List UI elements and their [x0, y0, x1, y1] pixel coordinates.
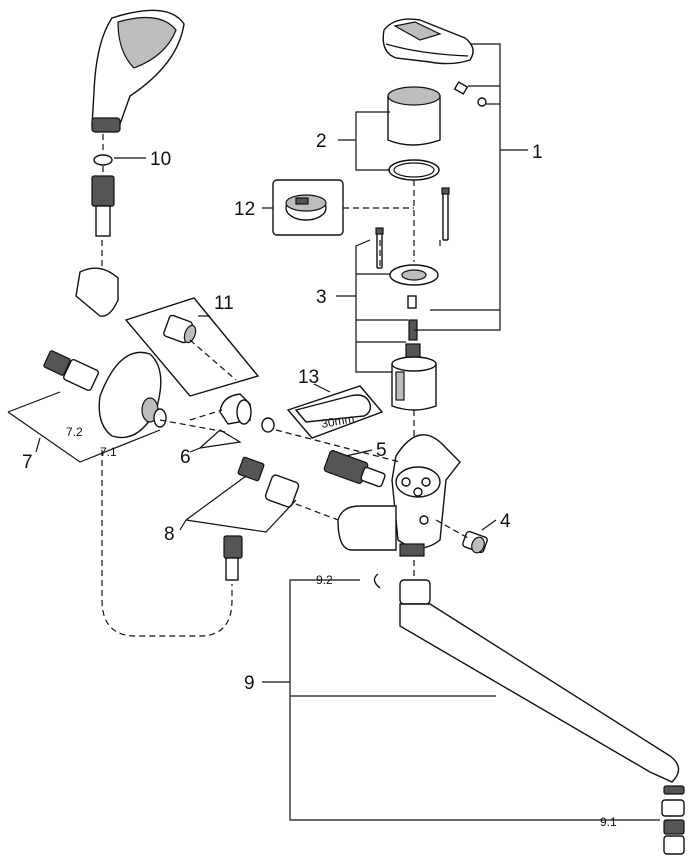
wrench-box: 30mm — [286, 385, 384, 439]
callout-9: 9 — [244, 673, 255, 694]
callout-9-2: 9.2 — [316, 573, 333, 587]
part-12-box — [272, 179, 344, 236]
callout-11: 11 — [214, 293, 234, 314]
callout-4: 4 — [500, 511, 511, 532]
diverter-valve — [323, 450, 386, 488]
cap-sleeve — [387, 86, 441, 181]
callout-7-1: 7.1 — [100, 445, 117, 459]
wall-connector — [43, 350, 167, 439]
end-plug — [462, 530, 488, 554]
cartridge — [391, 343, 437, 411]
leader-lines — [7, 43, 660, 821]
screws-and-ring — [375, 187, 450, 341]
callout-1: 1 — [532, 142, 543, 163]
callout-2: 2 — [316, 131, 327, 152]
elbow-fitting — [219, 393, 275, 433]
callout-3: 3 — [316, 287, 327, 308]
callout-10: 10 — [150, 149, 171, 170]
lever-handle — [382, 18, 487, 107]
callout-7: 7 — [22, 452, 33, 473]
spout — [373, 573, 685, 855]
callout-6: 6 — [180, 447, 191, 468]
callout-12: 12 — [234, 199, 255, 220]
wrench-size-label: 30mm — [320, 411, 355, 431]
callout-5: 5 — [376, 440, 387, 461]
union-nut — [223, 456, 300, 581]
callout-8: 8 — [164, 524, 175, 545]
hand-shower — [75, 9, 185, 317]
callout-13: 13 — [298, 367, 319, 388]
callout-labels: 1 2 3 4 5 6 7 7.1 7.2 8 9 9.1 9.2 10 11 … — [22, 131, 617, 829]
callout-7-2: 7.2 — [66, 425, 83, 439]
callout-9-1: 9.1 — [600, 815, 617, 829]
part-11-box — [124, 297, 260, 397]
mixer-body — [337, 434, 461, 557]
